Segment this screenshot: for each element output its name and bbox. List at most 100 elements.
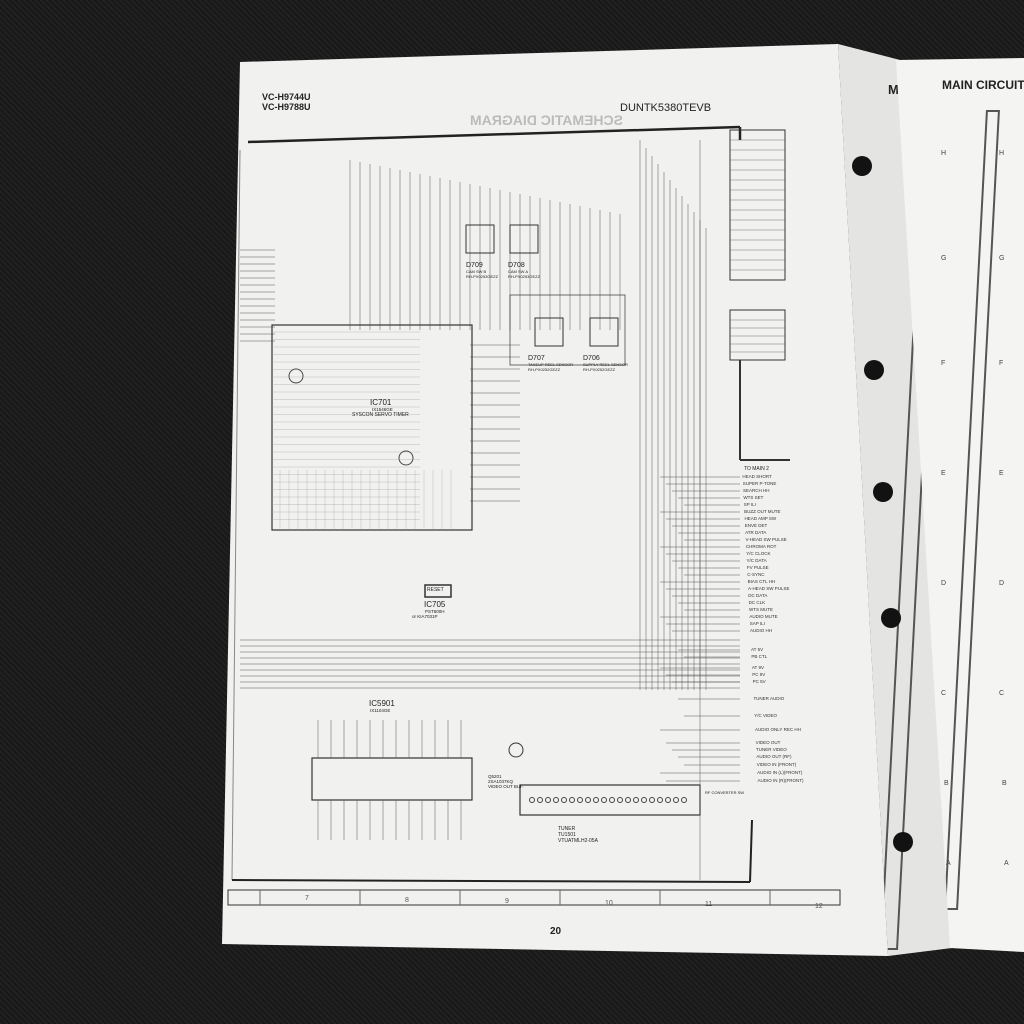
- row-ruler: [944, 110, 1000, 910]
- d708-desc: CAM SW A: [508, 269, 529, 274]
- signal-label: TUNER AUDIO: [753, 696, 785, 701]
- signal-label: Y/C DATA: [746, 558, 767, 563]
- wire: [247, 125, 741, 144]
- binder-hole: [873, 482, 893, 502]
- signal-label: HEAD AMP SW: [744, 516, 777, 521]
- transistor-symbol: [508, 742, 524, 758]
- signal-label: PC 9V: [752, 672, 766, 677]
- ic-mark: [398, 450, 414, 466]
- d708-ref: D708: [508, 262, 525, 269]
- ic701-part: IX1546GE: [372, 407, 393, 412]
- tuner-pin: [529, 797, 535, 803]
- tuner-pin: [673, 797, 679, 803]
- d707-desc: TAKEUP REEL SENSOR: [528, 362, 574, 367]
- signal-label: SUPER P-TONE: [742, 481, 777, 486]
- signal-label: A-HEAD SW PULSE: [747, 586, 790, 591]
- grid-ruler: [227, 889, 841, 906]
- signal-label: WTS MUTE: [749, 607, 773, 612]
- tuner-pin: [681, 797, 687, 803]
- row-label: F: [941, 360, 946, 367]
- d706-ref: D706: [583, 355, 600, 362]
- tuner-ref: TUNER: [558, 826, 576, 832]
- tuner-pin: [657, 797, 663, 803]
- signal-label: BIAS CTL HH: [747, 579, 776, 584]
- ic705-ref: IC705: [424, 600, 446, 609]
- sensor-group: [509, 294, 626, 366]
- d709-desc: CAM SW B: [466, 269, 487, 274]
- tuner-pin: [601, 797, 607, 803]
- ic705-alt: or KIA7031P: [412, 614, 438, 619]
- connector-table: [729, 309, 786, 361]
- sensor-box: [465, 224, 495, 254]
- tuner-pin: [625, 797, 631, 803]
- mid-page-title: M: [888, 82, 899, 97]
- binder-hole: [864, 360, 884, 380]
- signal-label: TUNER VIDEO: [756, 747, 787, 752]
- d707-part: RH-PX0252GEZZ: [528, 367, 561, 372]
- signal-label: AUDIO OUT (RF): [756, 754, 792, 759]
- row-label: A: [946, 860, 951, 867]
- tuner-pin: [569, 797, 575, 803]
- grid-column-label: 7: [305, 895, 309, 902]
- tuner-part: VTUATMLH2-05A: [558, 838, 598, 844]
- signal-label: BUZZ OUT MUTE: [744, 509, 781, 514]
- right-page-title: MAIN CIRCUIT: [942, 78, 1024, 92]
- tuner-pin: [561, 797, 567, 803]
- tuner-pin: [641, 797, 647, 803]
- tuner-pin: [585, 797, 591, 803]
- rf-converter-label: RF CONVERTER SW: [705, 790, 745, 795]
- signal-label: Y/C VIDEO: [754, 713, 778, 718]
- grid-column-label: 8: [405, 896, 409, 904]
- signal-label: AUDIO MUTE: [749, 614, 778, 619]
- to-main-label: TO MAIN 2: [744, 466, 769, 472]
- ic701-box: [271, 324, 473, 531]
- ic701-desc: SYSCON SERVO TIMER: [352, 412, 409, 418]
- row-label: C: [999, 690, 1005, 697]
- tuner-pin: [617, 797, 623, 803]
- signal-label: AUDIO IN (R)(FRONT): [757, 778, 804, 783]
- signal-label: FV PULSE: [746, 565, 769, 570]
- ic705-part: PST600H: [425, 609, 445, 614]
- d709-ref: D709: [466, 262, 483, 269]
- row-label: D: [999, 580, 1005, 587]
- row-label: E: [941, 470, 946, 477]
- tuner-pin: [545, 797, 551, 803]
- row-label: C: [941, 690, 947, 697]
- signal-label: VIDEO IN (FRONT): [756, 762, 797, 767]
- row-label: A: [1004, 860, 1009, 867]
- row-label: F: [999, 360, 1004, 367]
- page-number: 20: [550, 926, 562, 937]
- q5201-ref: Q5201: [488, 774, 502, 779]
- sensor-box: [534, 317, 564, 347]
- row-label: G: [999, 255, 1005, 262]
- signal-label: VIDEO OUT: [755, 740, 781, 745]
- grid-column-label: 12: [815, 902, 823, 910]
- tuner-pin: [537, 797, 543, 803]
- signal-label: SP ILI: [743, 502, 756, 507]
- signal-label: ENVE DET: [744, 523, 768, 528]
- row-label: H: [941, 150, 947, 157]
- row-label: B: [944, 780, 949, 787]
- ic5901-box: [311, 757, 473, 801]
- signal-label: ATR DATA: [745, 530, 767, 535]
- signal-label: DC DATA: [748, 593, 768, 598]
- signal-label: AUDIO HH: [750, 628, 773, 633]
- wire: [231, 879, 751, 883]
- q5201-desc: VIDEO OUT BUF.: [488, 784, 524, 789]
- wire: [231, 149, 241, 881]
- model-1: VC-H9744U: [262, 92, 311, 102]
- ic5901-ref: IC5901: [369, 699, 395, 708]
- signal-label: AUDIO IN (L)(FRONT): [757, 770, 803, 775]
- binder-hole: [881, 608, 901, 628]
- q5201-part: 2SA1037KQ: [488, 779, 514, 784]
- signal-label: PB CTL: [751, 654, 768, 659]
- d706-part: RH-PX0252GEZZ: [583, 367, 616, 372]
- binder-hole: [893, 832, 913, 852]
